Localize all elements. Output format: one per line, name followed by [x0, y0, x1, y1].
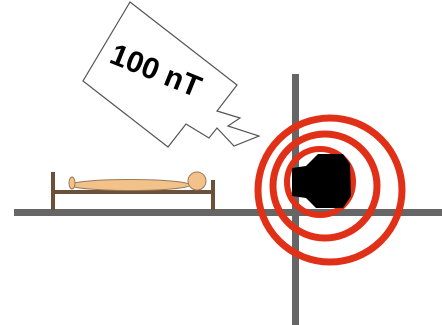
person-body	[70, 180, 190, 191]
person-feet	[69, 177, 75, 189]
bed-post-right	[211, 180, 215, 210]
floor-line	[14, 209, 442, 216]
callout: 100 nT	[83, 2, 259, 147]
person-lying-icon	[69, 172, 206, 191]
field-source-icon	[292, 154, 351, 208]
person-head	[188, 172, 206, 190]
